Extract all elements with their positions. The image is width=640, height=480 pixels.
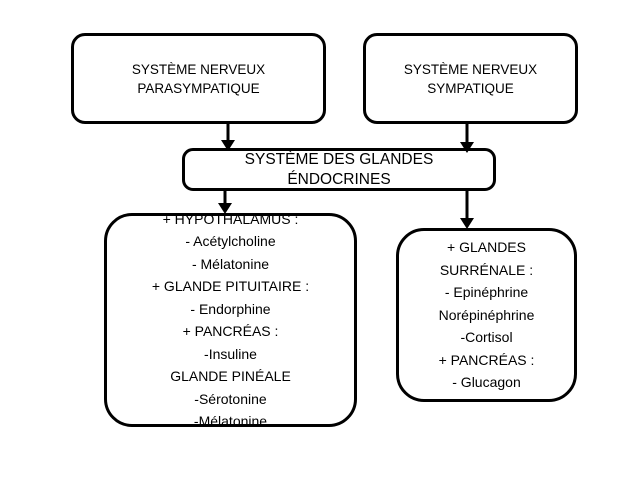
node-line: -Sérotonine [194,390,267,407]
node-line: -Mélatonine [193,413,268,429]
node-line: - Epinéphrine [444,284,529,301]
node-line: + HYPOTHALAMUS : [162,210,299,227]
node-sympathetic-glands-list: + GLANDES SURRÉNALE : - Epinéphrine Noré… [396,228,577,402]
node-line: - Acétylcholine [185,233,276,249]
node-line: ÉNDOCRINES [287,170,391,188]
arrow-sympathetic-to-endocrine [460,124,474,153]
node-endocrine-gland-system: SYSTÈME DES GLANDES ÉNDOCRINES [182,148,496,191]
arrow-endocrine-to-sympathetic-glands [460,191,474,229]
node-line: - Endorphine [190,300,271,317]
node-text-block: SYSTÈME NERVEUX PARASYMPATIQUE [74,60,323,98]
node-line: - Mélatonine [191,255,270,272]
node-text-block: + HYPOTHALAMUS : - Acétylcholine - Mélat… [107,208,354,433]
node-text-block: SYSTÈME DES GLANDES ÉNDOCRINES [185,150,493,190]
node-line: SYSTÈME NERVEUX [131,61,266,77]
node-text-block: SYSTÈME NERVEUX SYMPATIQUE [366,60,575,98]
node-line: + PANCRÉAS : [182,323,279,339]
node-sympathetic-nervous-system: SYSTÈME NERVEUX SYMPATIQUE [363,33,578,124]
node-line: - Glucagon [452,374,521,391]
node-line: + GLANDE PITUITAIRE : [151,278,310,294]
node-line: -Cortisol [460,329,513,346]
node-line: SYMPATIQUE [427,80,514,96]
node-line: SYSTÈME DES GLANDES [244,150,434,168]
node-parasympathetic-nervous-system: SYSTÈME NERVEUX PARASYMPATIQUE [71,33,326,124]
node-parasympathetic-glands-list: + HYPOTHALAMUS : - Acétylcholine - Mélat… [104,211,357,429]
node-line: SYSTÈME NERVEUX [403,61,538,77]
node-line: SURRÉNALE : [439,261,534,278]
node-line: Norépinéphrine [438,306,535,323]
node-line: PARASYMPATIQUE [137,80,260,96]
node-text-block: + GLANDES SURRÉNALE : - Epinéphrine Noré… [399,236,574,394]
node-line: + GLANDES [447,239,526,256]
node-line: GLANDE PINÉALE [170,368,291,384]
node-line: -Insuline [204,345,257,362]
node-line: + PANCRÉAS : [438,351,535,368]
arrow-parasympathetic-to-endocrine [221,124,235,151]
arrow-endocrine-to-parasympathetic-glands [218,191,232,214]
